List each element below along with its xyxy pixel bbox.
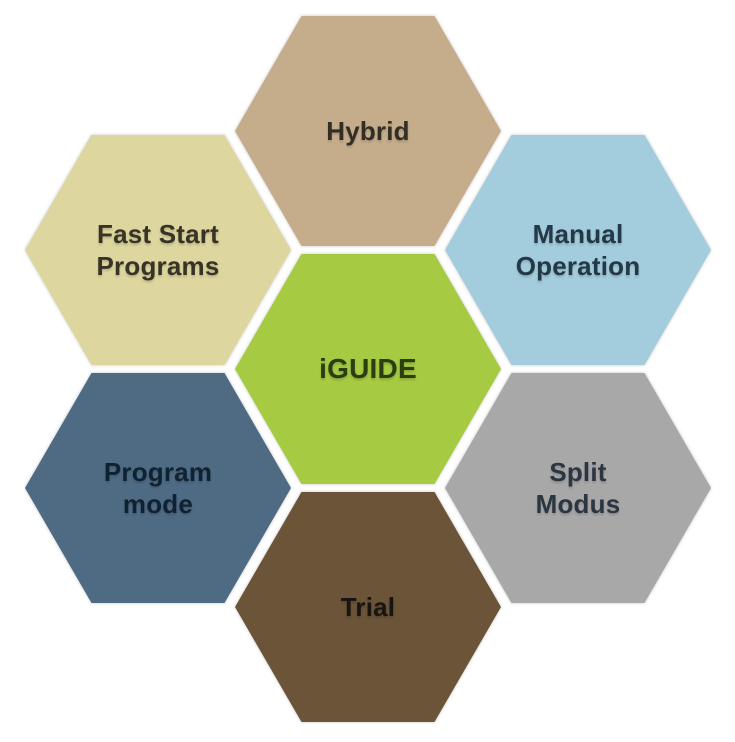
hexagon-fast-start-programs: Fast Start Programs — [25, 135, 291, 365]
hexagon-fast-start-programs-label: Fast Start Programs — [96, 218, 220, 281]
hexagon-hybrid-label: Hybrid — [326, 115, 410, 146]
hexagon-trial-label: Trial — [340, 591, 396, 622]
hexagon-trial-shape: Trial — [235, 492, 501, 722]
hexagon-split-modus: Split Modus — [445, 373, 711, 603]
hexagon-hybrid: Hybrid — [235, 16, 501, 246]
hexagon-program-mode: Program mode — [25, 373, 291, 603]
hexagon-trial: Trial — [235, 492, 501, 722]
hexagon-manual-operation: Manual Operation — [445, 135, 711, 365]
hexagon-program-mode-label: Program mode — [103, 456, 213, 519]
hexagon-fast-start-programs-shape: Fast Start Programs — [25, 135, 291, 365]
hexagon-manual-operation-label: Manual Operation — [515, 218, 641, 281]
hexagon-iguide-shape: iGUIDE — [235, 254, 501, 484]
hexagon-hybrid-shape: Hybrid — [235, 16, 501, 246]
hexagon-iguide-center: iGUIDE — [235, 254, 501, 484]
hexagon-iguide-label: iGUIDE — [319, 352, 417, 384]
hexagon-split-modus-label: Split Modus — [535, 456, 621, 519]
